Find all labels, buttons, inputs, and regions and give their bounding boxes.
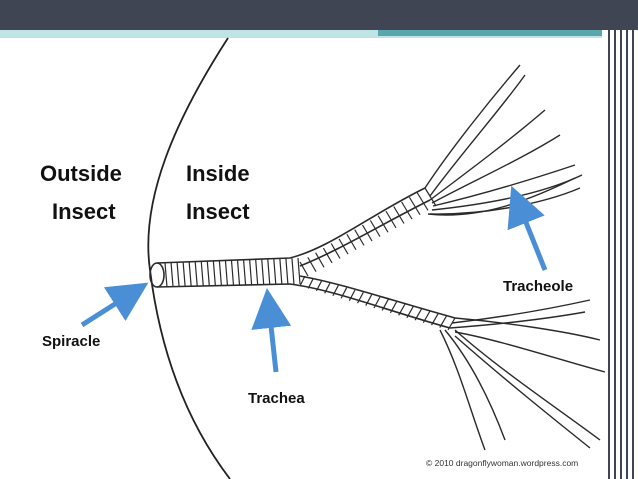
tube-ring (386, 211, 396, 228)
tube-ring (363, 225, 373, 241)
tube-ring (268, 259, 270, 285)
tube-ring (274, 259, 276, 285)
lower-branch-rings (300, 276, 455, 330)
tube-ring (250, 260, 252, 285)
lower-tracheoles (440, 300, 605, 450)
label-outside-line1: Outside (40, 160, 122, 188)
tube-ring (232, 261, 234, 286)
tube-ring (177, 263, 179, 287)
tube-ring (183, 262, 185, 286)
tube-ring (316, 253, 324, 268)
tube-ring (171, 263, 173, 287)
tube-ring (213, 261, 215, 286)
tube-ring (370, 220, 380, 236)
tube-ring (238, 260, 240, 285)
tube-ring (347, 234, 356, 250)
tube-ring (286, 258, 288, 284)
label-inside-line2: Insect (186, 198, 250, 226)
tube-ring (244, 260, 246, 285)
tube-ring (300, 276, 305, 286)
credit-text: © 2010 dragonflywoman.wordpress.com (426, 458, 578, 468)
tube-ring (189, 262, 191, 286)
label-inside-line1: Inside (186, 160, 250, 188)
tube-ring (225, 261, 227, 286)
tube-ring (280, 259, 282, 285)
tube-ring (207, 261, 209, 286)
spiracle-arrow (82, 288, 140, 325)
label-outside-line2: Insect (52, 198, 116, 226)
tube-ring (256, 260, 258, 285)
tube-ring (298, 258, 300, 284)
label-tracheole: Tracheole (503, 278, 573, 296)
upper-tracheoles (425, 65, 582, 215)
tube-ring (262, 259, 264, 284)
tracheole-arrow (515, 195, 545, 270)
label-spiracle: Spiracle (42, 333, 100, 351)
tube-ring (201, 262, 203, 287)
trachea-arrow (268, 298, 276, 372)
tube-ring (219, 261, 221, 286)
body-wall-curve (148, 38, 230, 479)
tube-ring (292, 258, 294, 284)
tube-ring (355, 230, 364, 246)
tube-ring (195, 262, 197, 286)
label-trachea: Trachea (248, 390, 305, 408)
tube-ring (378, 216, 388, 233)
tube-ring (165, 263, 167, 287)
